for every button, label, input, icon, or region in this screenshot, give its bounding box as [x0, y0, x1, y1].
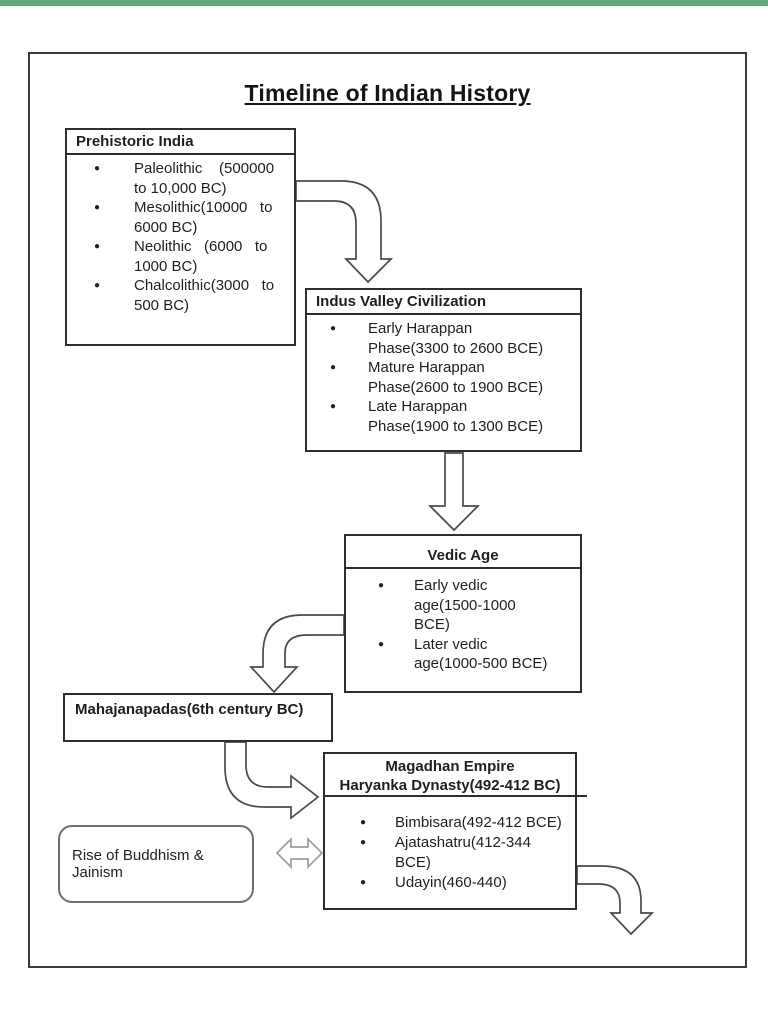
list-item-text: Chalcolithic(3000 to 500 BC): [134, 277, 275, 314]
list-item-text: Paleolithic (500000 to 10,000 BC): [134, 160, 275, 197]
list-item-text: Later vedic age(1000-500 BCE): [414, 635, 548, 673]
list-item: ● Late Harappan Phase(1900 to 1300 BCE): [307, 397, 580, 436]
prehistoric-india-list: ● Paleolithic (500000 to 10,000 BC) ● Me…: [67, 155, 294, 315]
vedic-age-header: Vedic Age: [346, 536, 580, 569]
indus-valley-box: Indus Valley Civilization ● Early Harapp…: [305, 288, 582, 452]
list-item: ● Mature Harappan Phase(2600 to 1900 BCE…: [307, 358, 580, 397]
bullet-icon: ●: [360, 877, 367, 888]
list-item-text: Mature Harappan Phase(2600 to 1900 BCE): [368, 359, 544, 396]
bullet-icon: ●: [330, 323, 337, 334]
list-item: ● Ajatashatru(412-344 BCE): [325, 833, 575, 873]
list-item-text: Late Harappan Phase(1900 to 1300 BCE): [368, 398, 544, 435]
indus-valley-list: ● Early Harappan Phase(3300 to 2600 BCE)…: [307, 315, 580, 436]
list-item: ● Early Harappan Phase(3300 to 2600 BCE): [307, 319, 580, 358]
list-item-text: Neolithic (6000 to 1000 BC): [134, 238, 268, 275]
bullet-icon: ●: [94, 241, 101, 252]
bullet-icon: ●: [330, 401, 337, 412]
list-item-text: Early Harappan Phase(3300 to 2600 BCE): [368, 320, 544, 357]
list-item-text: Ajatashatru(412-344 BCE): [395, 834, 531, 871]
indus-valley-header: Indus Valley Civilization: [307, 290, 580, 315]
list-item: ● Neolithic (6000 to 1000 BC): [67, 237, 294, 276]
list-item: ● Later vedic age(1000-500 BCE): [346, 635, 580, 674]
page-title: Timeline of Indian History: [244, 80, 531, 106]
vedic-age-box: Vedic Age ● Early vedic age(1500-1000 BC…: [344, 534, 582, 693]
top-accent-bar: [0, 0, 768, 6]
mahajanapadas-box: Mahajanapadas(6th century BC): [63, 693, 333, 742]
list-item: ● Early vedic age(1500-1000 BCE): [346, 576, 580, 635]
mahajanapadas-label: Mahajanapadas(6th century BC): [75, 701, 304, 718]
bullet-icon: ●: [360, 817, 367, 828]
list-item: ● Udayin(460-440): [325, 873, 575, 893]
magadhan-empire-list: ● Bimbisara(492-412 BCE) ● Ajatashatru(4…: [325, 797, 575, 893]
rise-of-buddhism-jainism-label: Rise of Buddhism & Jainism: [72, 847, 204, 881]
magadhan-header-underline: [323, 795, 587, 797]
prehistoric-india-box: Prehistoric India ● Paleolithic (500000 …: [65, 128, 296, 346]
bullet-icon: ●: [94, 202, 101, 213]
list-item-text: Early vedic age(1500-1000 BCE): [414, 577, 516, 633]
magadhan-header-line1: Magadhan Empire: [385, 758, 515, 775]
list-item: ● Paleolithic (500000 to 10,000 BC): [67, 159, 294, 198]
list-item: ● Mesolithic(10000 to 6000 BC): [67, 198, 294, 237]
list-item: ● Chalcolithic(3000 to 500 BC): [67, 276, 294, 315]
list-item: ● Bimbisara(492-412 BCE): [325, 813, 575, 833]
magadhan-empire-box: Magadhan Empire Haryanka Dynasty(492-412…: [323, 752, 577, 910]
bullet-icon: ●: [94, 163, 101, 174]
prehistoric-india-header: Prehistoric India: [67, 130, 294, 155]
rise-of-buddhism-jainism-box: Rise of Buddhism & Jainism: [58, 825, 254, 903]
vedic-age-list: ● Early vedic age(1500-1000 BCE) ● Later…: [346, 569, 580, 674]
bullet-icon: ●: [378, 580, 385, 591]
list-item-text: Mesolithic(10000 to 6000 BC): [134, 199, 273, 236]
list-item-text: Udayin(460-440): [395, 874, 507, 891]
bullet-icon: ●: [94, 280, 101, 291]
magadhan-empire-header: Magadhan Empire Haryanka Dynasty(492-412…: [325, 754, 575, 797]
bullet-icon: ●: [330, 362, 337, 373]
magadhan-header-line2: Haryanka Dynasty(492-412 BC): [339, 777, 561, 794]
list-item-text: Bimbisara(492-412 BCE): [395, 814, 562, 831]
bullet-icon: ●: [360, 837, 367, 848]
bullet-icon: ●: [378, 638, 385, 650]
